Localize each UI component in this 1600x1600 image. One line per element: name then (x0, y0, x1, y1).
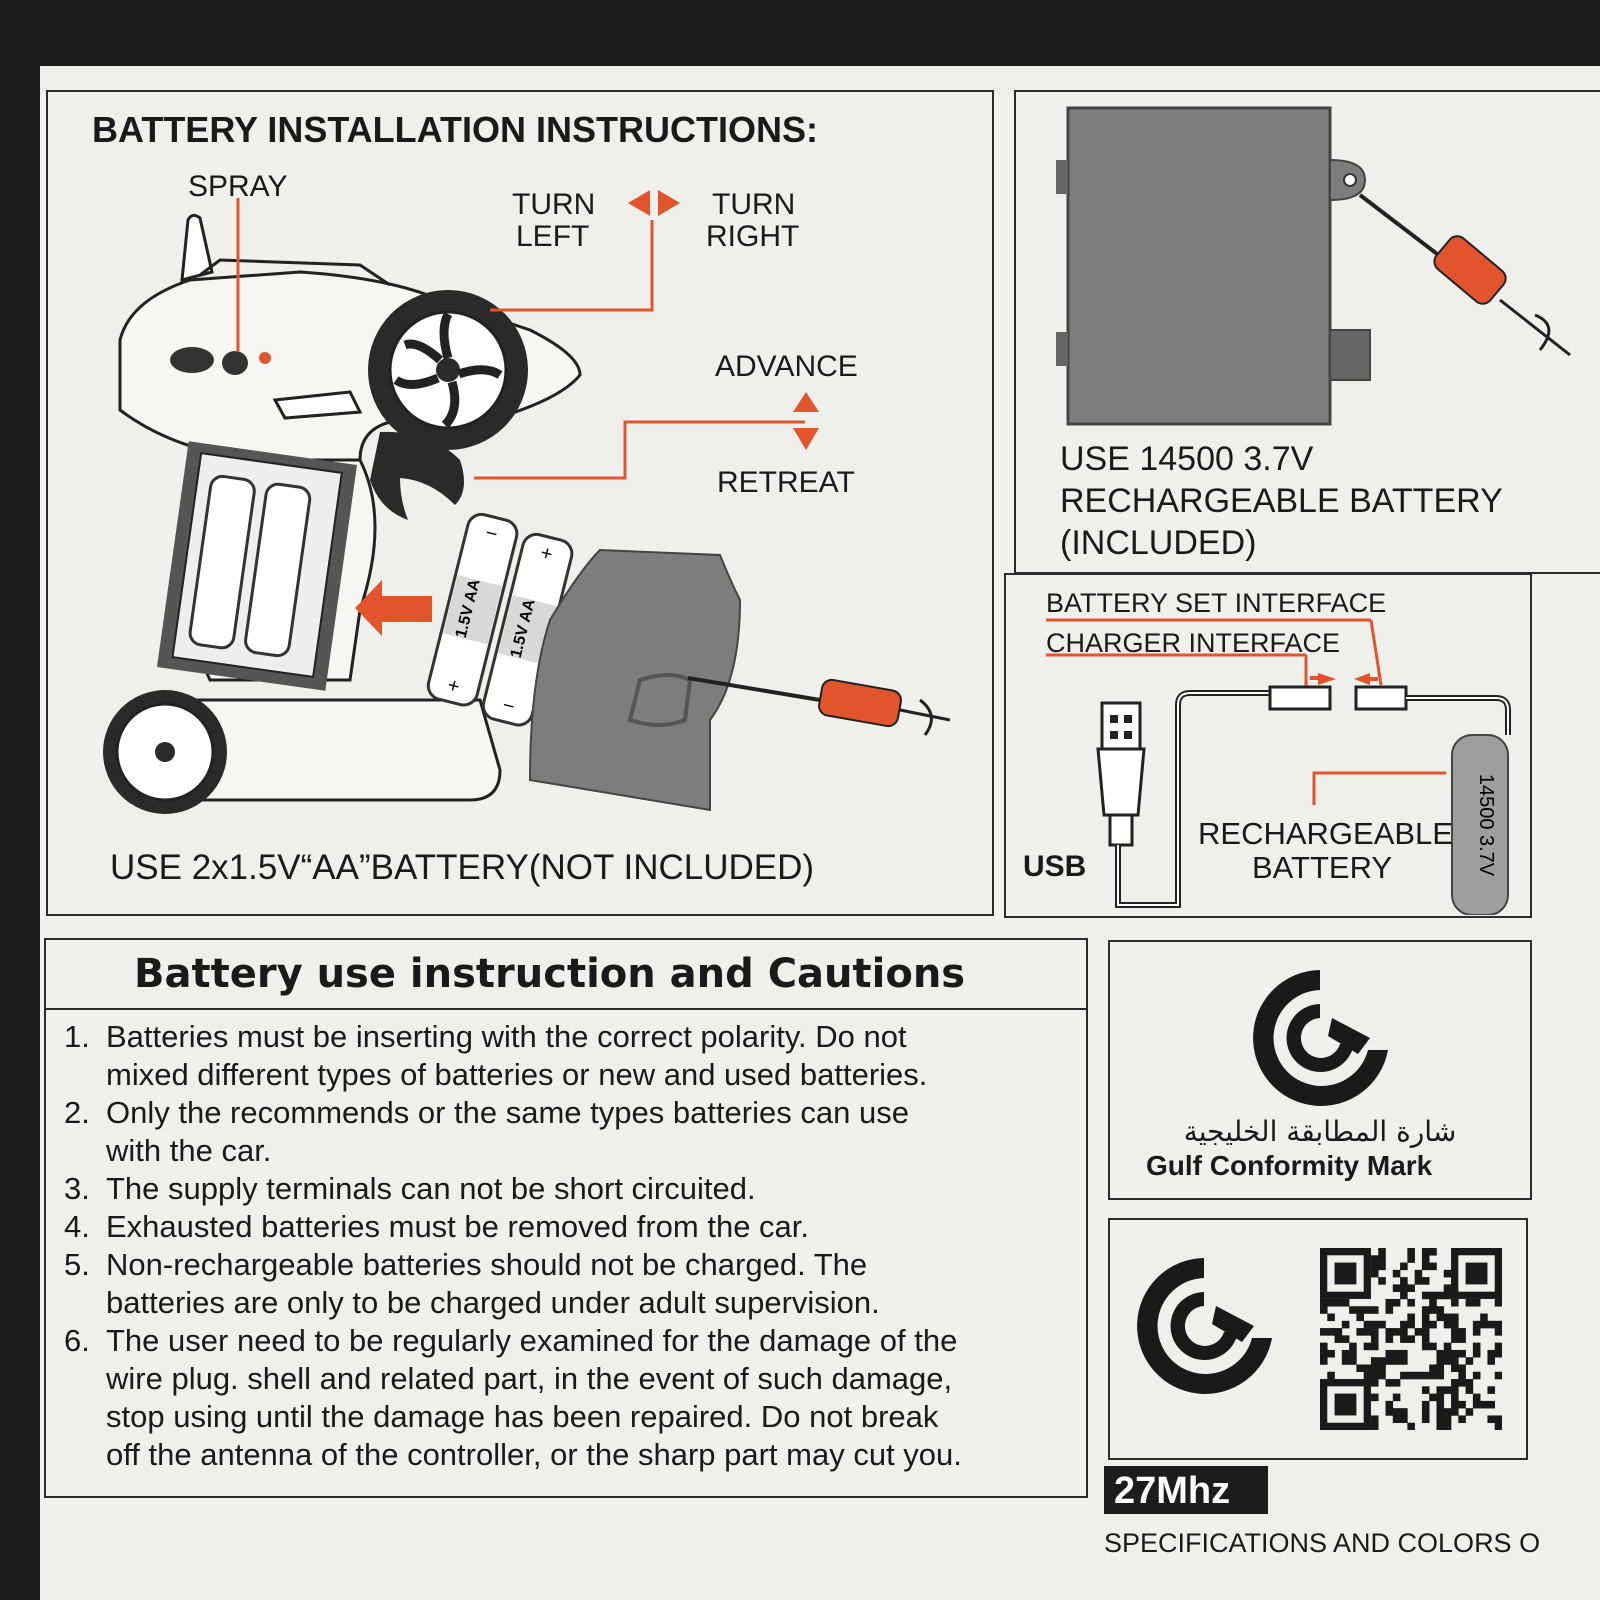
rechargeable-text-line2: RECHARGEABLE BATTERY (1060, 482, 1503, 520)
aa-battery-1-plus: + (445, 674, 462, 698)
pack-screwdriver-icon (1358, 193, 1571, 357)
caution-text: Batteries must be inserting with the cor… (106, 1018, 927, 1094)
caution-number: 3. (64, 1171, 90, 1206)
caution-item: 6. The user need to be regularly examined… (64, 1322, 1074, 1474)
caution-line: Exhausted batteries must be removed from… (106, 1209, 810, 1244)
caution-text: The user need to be regularly examined f… (106, 1322, 962, 1474)
specifications-note: SPECIFICATIONS AND COLORS O (1104, 1528, 1541, 1558)
advance-label: ADVANCE (715, 350, 858, 383)
gulf-mark-panel (1108, 940, 1532, 1200)
battery-set-interface-label: BATTERY SET INTERFACE (1046, 588, 1387, 618)
cautions-title: Battery use instruction and Cautions (134, 951, 966, 997)
caution-line: batteries are only to be charged under a… (106, 1285, 880, 1320)
rechargeable-cell (1451, 734, 1509, 915)
rechargeable-text-line3: (INCLUDED) (1060, 524, 1257, 562)
caution-line: Non-rechargeable batteries should not be… (106, 1247, 868, 1282)
aa-battery-2-plus: + (538, 542, 555, 566)
screwdriver-icon (687, 676, 951, 728)
caution-number: 5. (64, 1247, 90, 1282)
gulf-mark-english: Gulf Conformity Mark (1146, 1150, 1433, 1181)
rechargeable-text-line1: USE 14500 3.7V (1060, 440, 1314, 478)
battery-pack-diagram (1056, 106, 1571, 426)
caution-text: Exhausted batteries must be removed from… (106, 1208, 809, 1246)
caution-item: 3. The supply terminals can not be short … (64, 1170, 1074, 1208)
caution-number: 6. (64, 1323, 90, 1358)
qr-panel (1108, 1218, 1528, 1460)
spray-label: SPRAY (188, 170, 288, 203)
caution-line: Only the recommends or the same types ba… (106, 1095, 909, 1130)
cell-label: 14500 3.7V (1475, 774, 1497, 877)
charger-interface-label: CHARGER INTERFACE (1046, 628, 1341, 658)
battery-pack (1066, 106, 1332, 426)
caution-line: stop using until the damage has been rep… (106, 1399, 939, 1434)
frequency-label: 27Mhz (1114, 1470, 1231, 1512)
aa-battery-1-minus: − (483, 522, 500, 546)
rotate-arrow-icon (919, 698, 933, 736)
caution-item: 2. Only the recommends or the same types … (64, 1094, 1074, 1170)
pack-rotate-arrow-icon (1534, 313, 1551, 351)
usb-label: USB (1023, 850, 1087, 883)
charger-panel (1004, 573, 1532, 918)
caution-line: mixed different types of batteries or ne… (106, 1057, 928, 1092)
aa-battery-2: 1.5V AA + − (481, 532, 574, 727)
aa-battery-footer: USE 2x1.5V“AA”BATTERY(NOT INCLUDED) (110, 848, 815, 887)
retreat-label: RETREAT (717, 466, 855, 499)
caution-line: with the car. (106, 1133, 272, 1168)
aa-battery-1: 1.5V AA − + (426, 512, 519, 707)
turn-right-label-line1: TURN (712, 188, 796, 221)
rechargeable-battery-label-line2: BATTERY (1252, 850, 1393, 885)
gulf-conformity-logo-small-icon (1137, 1258, 1272, 1394)
aa-battery-bay (156, 441, 358, 691)
caution-line: The supply terminals can not be short ci… (106, 1171, 756, 1206)
gulf-conformity-logo-icon (1253, 970, 1388, 1106)
turn-left-label-line2: LEFT (516, 220, 590, 253)
rechargeable-battery-label-line1: RECHARGEABLE (1198, 816, 1453, 851)
caution-line: wire plug. shell and related part, in th… (106, 1361, 953, 1396)
caution-item: 4. Exhausted batteries must be removed fr… (64, 1208, 1074, 1246)
qr-code-icon (1320, 1248, 1502, 1430)
cautions-title-box (44, 938, 1088, 1010)
aa-battery-2-minus: − (500, 694, 517, 718)
battery-cover (528, 548, 742, 812)
caution-line: The user need to be regularly examined f… (106, 1323, 958, 1358)
charger-diagram: 14500 3.7V (1046, 618, 1511, 915)
installation-title: BATTERY INSTALLATION INSTRUCTIONS: (92, 109, 818, 150)
caution-text: Only the recommends or the same types ba… (106, 1094, 909, 1170)
caution-number: 4. (64, 1209, 90, 1244)
gulf-mark-arabic: شارة المطابقة الخليجية (1183, 1115, 1457, 1148)
installation-panel (46, 90, 994, 916)
turn-right-label-line2: RIGHT (706, 220, 800, 253)
frequency-badge (1104, 1466, 1268, 1514)
caution-text: Non-rechargeable batteries should not be… (106, 1246, 880, 1322)
caution-number: 2. (64, 1095, 90, 1130)
caution-line: off the antenna of the controller, or th… (106, 1437, 962, 1472)
steering-wheel (368, 290, 528, 450)
turn-left-label-line1: TURN (512, 188, 596, 221)
caution-text: The supply terminals can not be short ci… (106, 1170, 756, 1208)
caution-number: 1. (64, 1019, 90, 1054)
cautions-list: 1. Batteries must be inserting with the c… (64, 1018, 1074, 1474)
usb-plug-icon (1096, 701, 1146, 847)
caution-item: 5. Non-rechargeable batteries should not … (64, 1246, 1074, 1322)
controller-diagram: 1.5V AA − + 1.5V AA + − (103, 190, 951, 814)
caution-item: 1. Batteries must be inserting with the c… (64, 1018, 1074, 1094)
caution-line: Batteries must be inserting with the cor… (106, 1019, 907, 1054)
